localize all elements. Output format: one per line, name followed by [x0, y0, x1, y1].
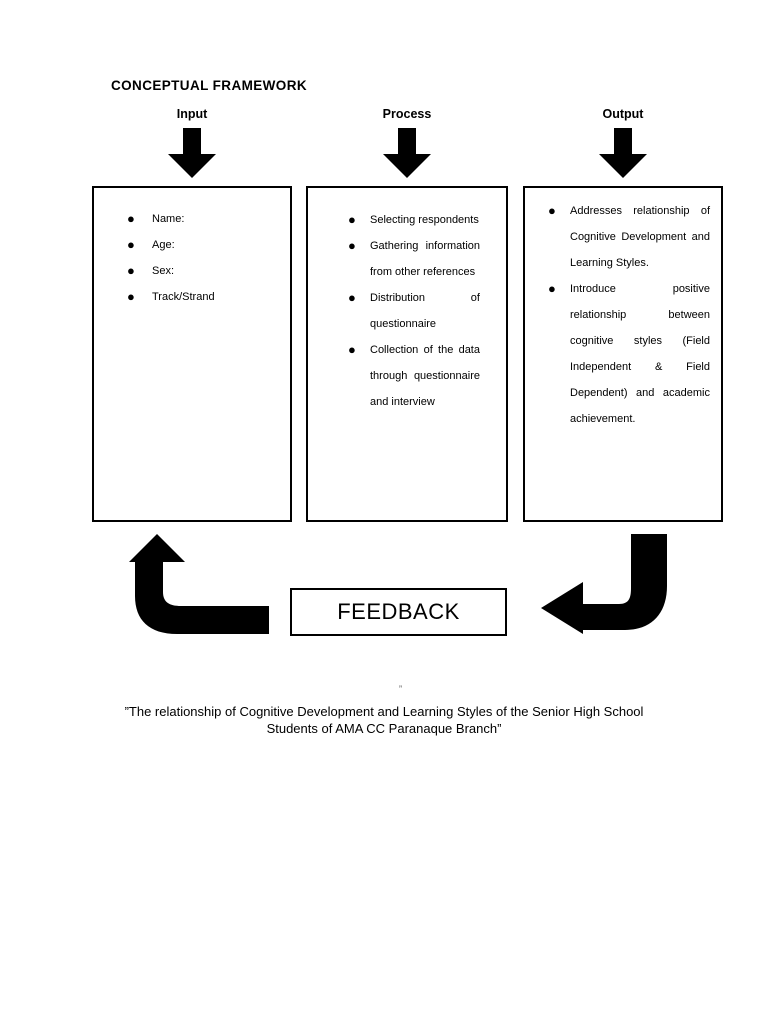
- bullet-icon: ●: [127, 237, 135, 252]
- list-item-label: Gathering information from other referen…: [370, 240, 480, 278]
- bullet-icon: ●: [127, 263, 135, 278]
- input-box: ● Name: ● Age: ● Sex: ● Track/Strand: [92, 186, 292, 522]
- list-item-label: Distribution of questionnaire: [370, 292, 480, 330]
- list-item-label: Introduce positive relationship between …: [570, 283, 710, 425]
- list-item-label: Age:: [152, 239, 175, 251]
- output-box: ● Addresses relationship of Cognitive De…: [523, 186, 723, 522]
- bullet-icon: ●: [127, 211, 135, 226]
- bullet-icon: ●: [548, 203, 556, 218]
- down-arrow-icon-input: [164, 128, 220, 178]
- list-item: ● Introduce positive relationship betwee…: [525, 276, 710, 432]
- list-item-label: Track/Strand: [152, 291, 215, 303]
- bullet-icon: ●: [348, 212, 356, 227]
- list-item-label: Selecting respondents: [370, 214, 479, 226]
- process-item-list: ● Selecting respondents ● Gathering info…: [308, 207, 506, 415]
- curved-arrow-down-left-icon: [541, 534, 667, 634]
- list-item-label: Collection of the data through questionn…: [370, 344, 480, 408]
- list-item-label: Sex:: [152, 265, 175, 277]
- bullet-icon: ●: [348, 342, 356, 357]
- feedback-label: FEEDBACK: [337, 599, 460, 624]
- list-item: ● Gathering information from other refer…: [308, 233, 480, 285]
- list-item-label: Name:: [152, 213, 185, 225]
- feedback-box: FEEDBACK: [290, 588, 507, 636]
- list-item-label: Addresses relationship of Cognitive Deve…: [570, 205, 710, 269]
- curved-arrow-up-left-icon: [129, 534, 269, 634]
- bullet-icon: ●: [348, 238, 356, 253]
- bullet-icon: ●: [127, 289, 135, 304]
- list-item: ● Name:: [94, 206, 290, 232]
- process-box: ● Selecting respondents ● Gathering info…: [306, 186, 508, 522]
- caption-line-1: ”The relationship of Cognitive Developme…: [124, 704, 644, 719]
- list-item: ● Sex:: [94, 258, 290, 284]
- list-item: ● Addresses relationship of Cognitive De…: [525, 198, 710, 276]
- page-title: CONCEPTUAL FRAMEWORK: [111, 78, 307, 93]
- column-header-input: Input: [176, 107, 208, 121]
- list-item: ● Selecting respondents: [308, 207, 480, 233]
- caption: ”The relationship of Cognitive Developme…: [84, 703, 684, 737]
- column-header-output: Output: [602, 107, 644, 121]
- input-item-list: ● Name: ● Age: ● Sex: ● Track/Strand: [94, 206, 290, 310]
- output-item-list: ● Addresses relationship of Cognitive De…: [525, 198, 721, 432]
- caption-line-2: Students of AMA CC Paranaque Branch”: [266, 721, 502, 736]
- bullet-icon: ●: [348, 290, 356, 305]
- column-header-process: Process: [382, 107, 432, 121]
- stray-quote-mark: ”: [399, 684, 402, 694]
- down-arrow-icon-output: [595, 128, 651, 178]
- bullet-icon: ●: [548, 281, 556, 296]
- list-item: ● Age:: [94, 232, 290, 258]
- list-item: ● Distribution of questionnaire: [308, 285, 480, 337]
- list-item: ● Track/Strand: [94, 284, 290, 310]
- down-arrow-icon-process: [379, 128, 435, 178]
- list-item: ● Collection of the data through questio…: [308, 337, 480, 415]
